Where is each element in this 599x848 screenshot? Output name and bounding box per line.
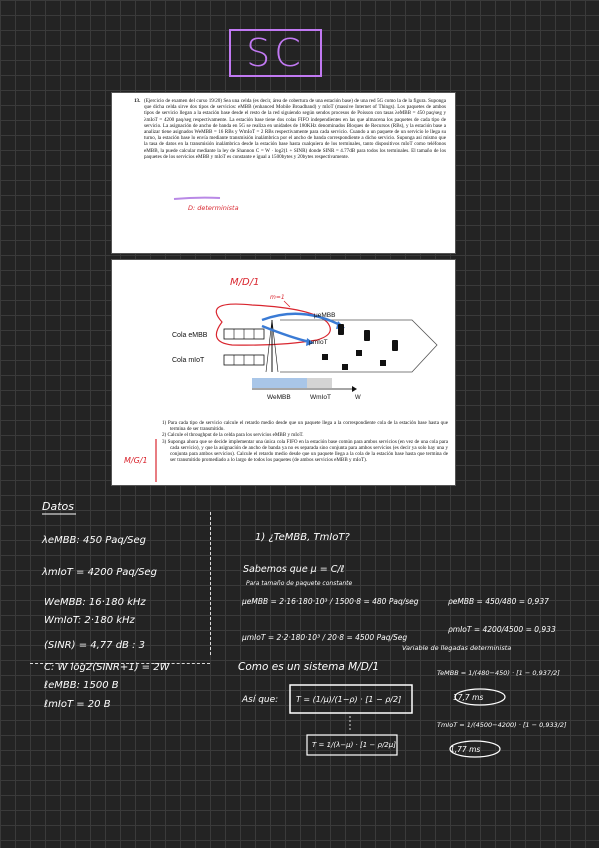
- datos-w-miot: WmIoT: 2·180 kHz: [44, 615, 136, 626]
- bandwidth-bar: [252, 378, 357, 392]
- determinista-note: D: determinista: [188, 204, 239, 212]
- datos-size-embb: ℓeMBB: 1500 B: [44, 680, 119, 691]
- question-1: 1) Para cada tipo de servicio calcule el…: [162, 420, 448, 433]
- queue-miot-box: [223, 354, 265, 366]
- w-axis-label: W: [355, 395, 361, 401]
- solution-system: Como es un sistema M/D/1: [238, 661, 379, 673]
- datos-underline: [30, 663, 210, 664]
- margin-note: M/G/1: [124, 456, 148, 465]
- solution-t-embb-result: 17,7 ms: [453, 693, 483, 702]
- network-figure: M/D/1 m=1 Cola eMBB Cola mIoT: [124, 277, 438, 482]
- datos-size-miot: ℓmIoT = 20 B: [44, 699, 111, 710]
- formula-box: [289, 684, 413, 714]
- queue-embb-label: Cola eMBB: [172, 332, 208, 339]
- exercise-statement: (Ejercicio de examen del curso 19/20) Se…: [144, 98, 446, 160]
- solution-var-note: Variable de llegadas determinista: [402, 644, 511, 652]
- solution-formula-2: T = 1/(λ−μ) · [1 − ρ/2μ]: [312, 741, 396, 749]
- solution-mu-embb: μeMBB = 2·16·180·10³ / 1500·8 = 480 Paq/…: [241, 597, 419, 606]
- question-3: 3) Suponga ahora que se decide implement…: [162, 438, 448, 464]
- datos-w-embb: WeMBB: 16·180 kHz: [44, 597, 146, 608]
- formula-box-2: [306, 734, 398, 756]
- solution-mu-note: Para tamaño de paquete constante: [246, 580, 353, 587]
- logo: SC: [229, 29, 322, 77]
- question-list: 1) Para cada tipo de servicio calcule el…: [162, 420, 448, 463]
- datos-title: Datos: [42, 500, 74, 513]
- mu-embb-label: μeMBB: [314, 312, 335, 319]
- column-divider: [210, 512, 211, 655]
- exercise-number: 13.: [134, 98, 141, 104]
- iot-device-icon: [322, 350, 386, 370]
- queue-miot-label: Cola mIoT: [172, 357, 205, 364]
- datos-lambda-miot: λmIoT = 4200 Paq/Seg: [41, 567, 157, 578]
- datos-lambda-embb: λeMBB: 450 Paq/Seg: [41, 535, 146, 546]
- mu-miot-label: μmIoT: [309, 339, 328, 346]
- cell-coverage: [280, 319, 438, 373]
- solution-rho-embb: ρeMBB = 450/480 = 0,937: [448, 597, 549, 606]
- solution-heading: 1) ¿TeMBB, TmIoT?: [255, 532, 351, 543]
- queue-embb-box: [223, 328, 265, 340]
- figure-sheet: M/D/1 m=1 Cola eMBB Cola mIoT: [112, 260, 455, 485]
- solution-formula: T = (1/μ)/(1−ρ) · [1 − ρ/2]: [296, 695, 401, 704]
- solution-t-embb: TeMBB = 1/(480−450) · [1 − 0,937/2]: [437, 669, 560, 677]
- solution-t-miot-result: 1,77 ms: [450, 745, 480, 754]
- solution-rho-miot: ρmIoT = 4200/4500 = 0,933: [448, 625, 556, 634]
- question-2: 2) Calcule el throughput de la celda par…: [162, 432, 304, 439]
- handwritten-annotation: D: determinista: [173, 196, 239, 212]
- solution-asi-que: Así que:: [241, 695, 278, 705]
- datos-sinr: (SINR) = 4,77 dB : 3: [44, 640, 145, 651]
- solution-mu-def: Sabemos que μ = C/ℓ: [243, 564, 345, 575]
- solution-t-miot: TmIoT = 1/(4500−4200) · [1 − 0,933/2]: [437, 721, 567, 729]
- model-label: M/D/1: [230, 277, 259, 288]
- w-miot-label: WmIoT: [310, 394, 331, 401]
- result-circle: [454, 688, 506, 706]
- w-embb-label: WeMBB: [267, 394, 291, 401]
- solution-mu-miot: μmIoT = 2·2·180·10³ / 20·8 = 4500 Paq/Se…: [241, 633, 407, 642]
- result-circle: [449, 740, 501, 758]
- exercise-sheet: 13. (Ejercicio de examen del curso 19/20…: [112, 93, 455, 253]
- m-label: m=1: [270, 294, 285, 301]
- phone-icon: [338, 324, 398, 351]
- svg-text:D: determinista: D: determinista: [188, 204, 239, 212]
- queue-highlight: [215, 303, 331, 346]
